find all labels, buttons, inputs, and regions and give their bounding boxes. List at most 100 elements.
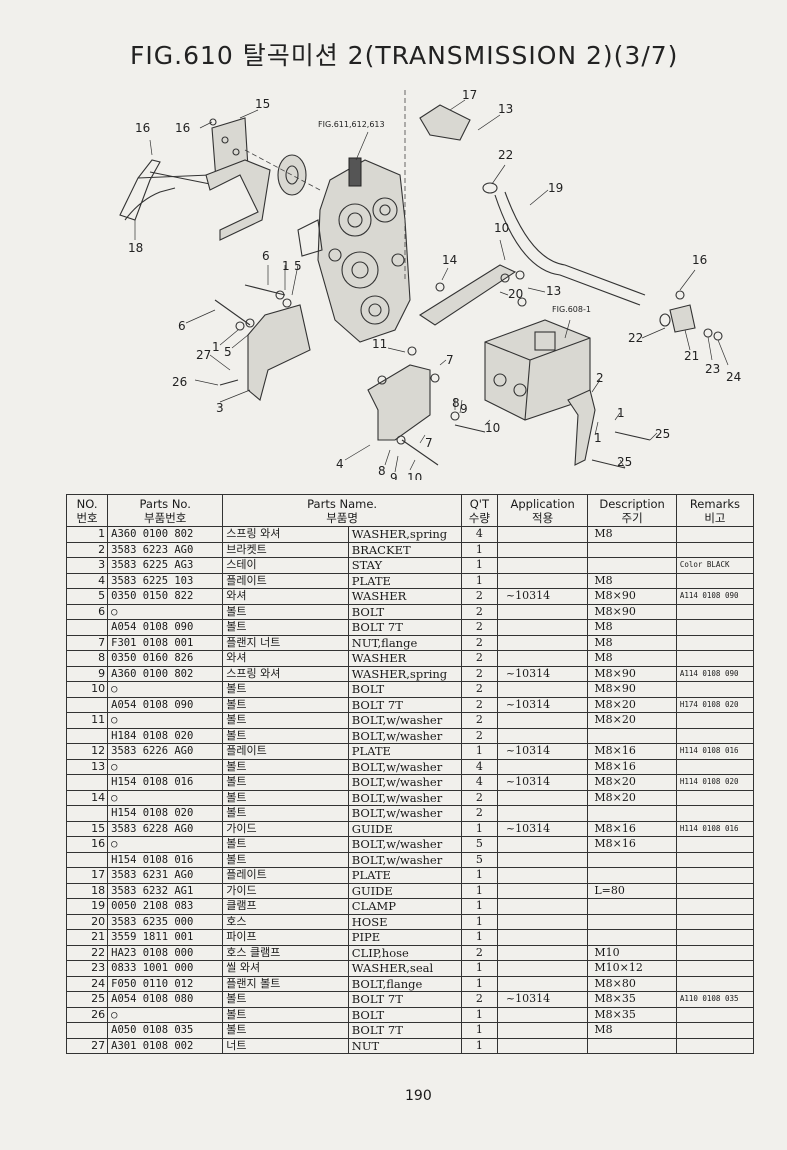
callout-10: 10 xyxy=(407,471,422,480)
remarks-cell xyxy=(675,929,755,946)
remarks-cell xyxy=(675,681,755,698)
diagram-part-shape xyxy=(450,411,460,421)
quantity-cell: 2 xyxy=(460,991,498,1008)
english-name-cell: BOLT 7T xyxy=(347,1022,462,1039)
english-name-cell: BOLT,flange xyxy=(347,975,462,992)
description-cell: M8×35 xyxy=(587,991,677,1008)
callout-22: 22 xyxy=(498,148,513,162)
korean-name-cell: 와셔 xyxy=(222,588,349,605)
english-name-cell: NUT xyxy=(347,1037,462,1054)
quantity-cell: 5 xyxy=(460,836,498,853)
part-number-cell: 4 xyxy=(65,572,109,589)
description-cell xyxy=(587,851,677,868)
description-cell: M10 xyxy=(587,944,677,961)
diagram-part-shape xyxy=(328,248,342,262)
application-cell xyxy=(496,975,589,992)
page-title: FIG.610 탈곡미션 2(TRANSMISSION 2)(3/7) xyxy=(130,41,679,70)
parts-no-cell: 3583 6225 AG3 xyxy=(107,557,224,574)
application-cell xyxy=(496,1022,589,1039)
diagram-part-shape xyxy=(275,290,285,300)
english-name-cell: BOLT xyxy=(347,681,462,698)
application-cell xyxy=(496,1006,589,1023)
diagram-part-shape xyxy=(360,295,390,325)
remarks-cell xyxy=(675,758,755,775)
callout-15: 15 xyxy=(255,97,270,111)
part-number-cell xyxy=(65,727,109,744)
diagram-part-shape xyxy=(368,303,382,317)
application-cell xyxy=(496,960,589,977)
application-cell xyxy=(496,1037,589,1054)
parts-no-cell: 0350 0150 822 xyxy=(107,588,224,605)
callout-19: 20 xyxy=(508,287,523,301)
korean-name-cell: 호스 클램프 xyxy=(222,944,349,961)
description-cell xyxy=(587,867,677,884)
remarks-cell: H114 0108 016 xyxy=(675,820,755,837)
diagram-part-shape xyxy=(703,328,713,338)
callout-8: 8 xyxy=(378,464,386,478)
part-number-cell: 9 xyxy=(65,665,109,682)
part-number-cell: 25 xyxy=(65,991,109,1008)
parts-no-cell: A360 0100 802 xyxy=(107,665,224,682)
parts-no-cell: 3583 6225 103 xyxy=(107,572,224,589)
application-cell xyxy=(496,681,589,698)
english-name-cell: BOLT 7T xyxy=(347,619,462,636)
parts-no-cell: ○ xyxy=(107,789,224,806)
diagram-part-shape xyxy=(338,203,372,237)
description-cell: M8×20 xyxy=(587,712,677,729)
description-cell: M8×90 xyxy=(587,588,677,605)
quantity-cell: 2 xyxy=(460,634,498,651)
application-cell: ~10314 xyxy=(496,991,589,1008)
korean-name-cell: 클램프 xyxy=(222,898,349,915)
application-cell xyxy=(496,898,589,915)
part-number-cell xyxy=(65,696,109,713)
application-cell xyxy=(496,851,589,868)
korean-name-cell: 플랜지 볼트 xyxy=(222,975,349,992)
stay-part xyxy=(205,159,271,241)
parts-no-cell: F050 0110 012 xyxy=(107,975,224,992)
diagram-part-shape xyxy=(659,313,671,327)
reference-fig-611: FIG.611,612,613 xyxy=(318,120,385,129)
parts-no-cell: 3583 6235 000 xyxy=(107,913,224,930)
remarks-cell xyxy=(675,960,755,977)
callout-18: 18 xyxy=(128,241,143,255)
callout-1: 1 xyxy=(212,340,220,354)
remarks-cell: H114 0108 016 xyxy=(675,743,755,760)
parts-no-cell: 0050 2108 083 xyxy=(107,898,224,915)
callout-7: 7 xyxy=(446,353,454,367)
description-cell: M8×16 xyxy=(587,820,677,837)
callout-1: 1 xyxy=(282,259,290,273)
callout-1: 1 xyxy=(594,431,602,445)
description-cell: M8×35 xyxy=(587,1006,677,1023)
diagram-part-shape xyxy=(713,331,723,341)
diagram-part-shape xyxy=(435,282,445,292)
quantity-cell: 1 xyxy=(460,1022,498,1039)
part-number-cell: 8 xyxy=(65,650,109,667)
part-number-cell xyxy=(65,1022,109,1039)
part-number-cell: 16 xyxy=(65,836,109,853)
remarks-cell: A114 0108 090 xyxy=(675,588,755,605)
english-name-cell: BOLT,w/washer xyxy=(347,836,462,853)
reference-fig-608: FIG.608-1 xyxy=(552,305,591,314)
diagram-part-shape xyxy=(493,373,507,387)
korean-name-cell: 볼트 xyxy=(222,758,349,775)
quantity-cell: 1 xyxy=(460,975,498,992)
english-name-cell: PLATE xyxy=(347,743,462,760)
korean-name-cell: 와셔 xyxy=(222,650,349,667)
diagram-part-shape xyxy=(282,298,292,308)
callout-16: 16 xyxy=(692,253,707,267)
callout-10: 10 xyxy=(485,421,500,435)
